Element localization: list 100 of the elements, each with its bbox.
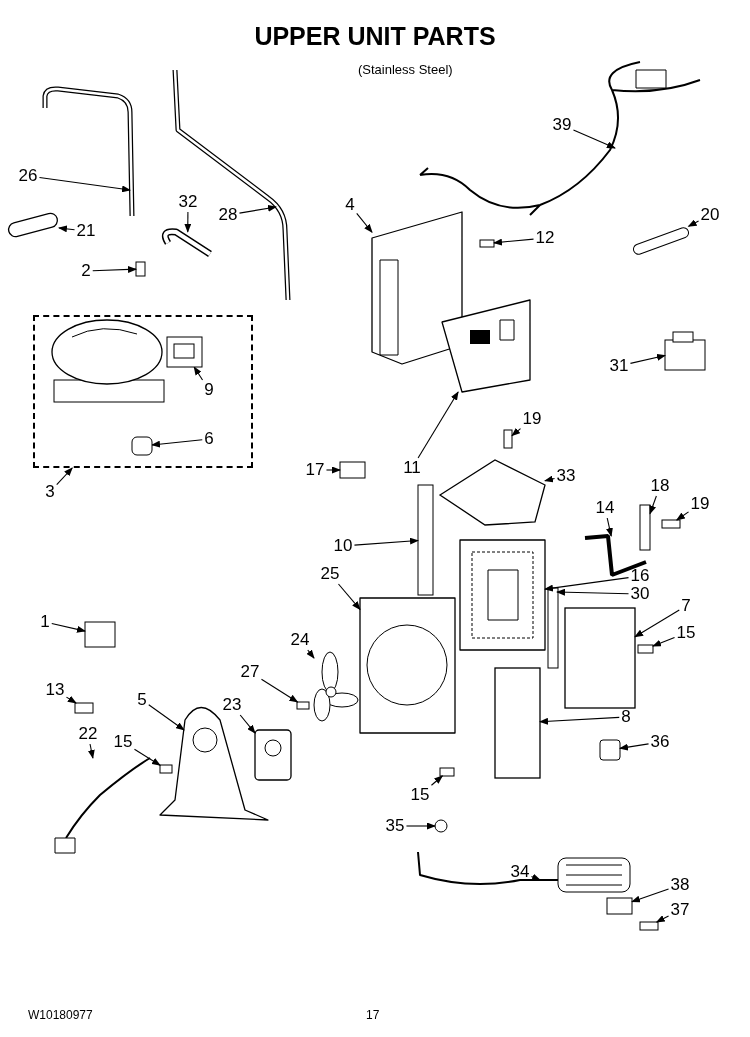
callout-number: 1 bbox=[40, 613, 50, 631]
screw-drawing bbox=[479, 239, 495, 248]
leader-line bbox=[530, 873, 541, 881]
leader-line bbox=[687, 219, 700, 227]
callout-number: 25 bbox=[320, 565, 340, 583]
leader-line bbox=[56, 467, 73, 486]
leader-line bbox=[405, 822, 436, 830]
valve-drawing bbox=[135, 261, 146, 277]
leader-line bbox=[556, 588, 630, 596]
callout-number: 8 bbox=[621, 708, 631, 726]
callout-number: 7 bbox=[681, 597, 691, 615]
leader-line bbox=[652, 637, 676, 647]
callout-number: 32 bbox=[178, 193, 198, 211]
leader-line bbox=[430, 775, 444, 786]
leader-line bbox=[337, 583, 361, 611]
connector-drawing bbox=[339, 461, 366, 479]
grommet-drawing bbox=[434, 819, 448, 833]
callout-number: 38 bbox=[670, 876, 690, 894]
leader-line bbox=[65, 695, 77, 704]
screw-drawing bbox=[159, 764, 173, 774]
power-cord-drawing bbox=[54, 757, 151, 854]
bracket-drawing bbox=[494, 667, 541, 779]
leader-line bbox=[572, 129, 616, 149]
callout-number: 5 bbox=[137, 691, 147, 709]
strip-drawing bbox=[547, 587, 559, 669]
leader-line bbox=[193, 366, 204, 381]
title: UPPER UNIT PARTS bbox=[253, 22, 497, 51]
leader-line bbox=[148, 704, 185, 731]
callout-number: 30 bbox=[630, 585, 650, 603]
screw-drawing bbox=[661, 519, 681, 529]
leader-line bbox=[649, 495, 657, 515]
control-module-drawing bbox=[664, 331, 706, 371]
callout-number: 15 bbox=[676, 624, 696, 642]
document-number: W10180977 bbox=[28, 1008, 93, 1022]
panel-drawing bbox=[564, 607, 636, 709]
leader-line bbox=[676, 511, 690, 521]
tubing-drawing bbox=[42, 86, 135, 217]
bracket-drawing bbox=[639, 504, 651, 551]
hose-drawing bbox=[162, 228, 212, 257]
callout-number: 21 bbox=[76, 222, 96, 240]
leader-line bbox=[417, 391, 459, 459]
grommet-drawing bbox=[599, 739, 621, 761]
circuit-board-drawing bbox=[441, 299, 531, 393]
cover-drawing bbox=[438, 459, 546, 526]
clip-drawing bbox=[74, 702, 94, 714]
relay-drawing bbox=[84, 621, 116, 648]
leader-line bbox=[306, 649, 315, 659]
fan-motor-drawing bbox=[254, 729, 292, 781]
dashed-group-outline bbox=[33, 315, 253, 468]
leader-line bbox=[51, 623, 86, 633]
leader-line bbox=[260, 678, 299, 703]
fan-shroud-drawing bbox=[359, 597, 456, 734]
callout-number: 23 bbox=[222, 696, 242, 714]
callout-number: 28 bbox=[218, 206, 238, 224]
callout-number: 15 bbox=[410, 786, 430, 804]
subtitle: (Stainless Steel) bbox=[358, 62, 453, 77]
leader-line bbox=[57, 225, 76, 233]
callout-number: 16 bbox=[630, 567, 650, 585]
screw-drawing bbox=[639, 921, 659, 931]
callout-number: 19 bbox=[522, 410, 542, 428]
callout-number: 26 bbox=[18, 167, 38, 185]
leader-line bbox=[511, 427, 522, 437]
leader-line bbox=[151, 439, 203, 448]
callout-number: 20 bbox=[700, 206, 720, 224]
callout-number: 11 bbox=[403, 459, 421, 477]
callout-number: 24 bbox=[290, 631, 310, 649]
wire-harness-drawing bbox=[419, 61, 701, 216]
leader-line bbox=[655, 915, 670, 923]
callout-number: 19 bbox=[690, 495, 710, 513]
callout-number: 34 bbox=[510, 863, 530, 881]
callout-number: 36 bbox=[650, 733, 670, 751]
leader-line bbox=[238, 204, 277, 214]
callout-number: 9 bbox=[204, 381, 214, 399]
callout-number: 3 bbox=[45, 483, 55, 501]
leader-line bbox=[133, 748, 161, 766]
callout-number: 39 bbox=[552, 116, 572, 134]
leader-line bbox=[38, 177, 131, 193]
callout-number: 31 bbox=[609, 357, 629, 375]
callout-number: 14 bbox=[595, 499, 615, 517]
leader-line bbox=[239, 714, 256, 734]
callout-number: 18 bbox=[650, 477, 670, 495]
leader-line bbox=[629, 353, 666, 364]
relay-drawing bbox=[166, 336, 203, 368]
page-number: 17 bbox=[366, 1008, 380, 1022]
bracket-drawing bbox=[417, 484, 434, 596]
leader-line bbox=[87, 743, 95, 759]
callout-number: 10 bbox=[333, 537, 353, 555]
callout-number: 35 bbox=[385, 817, 405, 835]
callout-number: 17 bbox=[305, 461, 325, 479]
leader-line bbox=[544, 577, 630, 592]
leader-line bbox=[493, 238, 535, 246]
screw-drawing bbox=[296, 701, 310, 710]
leader-line bbox=[634, 609, 680, 638]
callout-number: 15 bbox=[113, 733, 133, 751]
callout-number: 4 bbox=[345, 196, 355, 214]
leader-line bbox=[539, 716, 620, 725]
mounting-bracket-drawing bbox=[371, 211, 463, 365]
callout-number: 27 bbox=[240, 663, 260, 681]
callout-number: 6 bbox=[204, 430, 214, 448]
screw-drawing bbox=[503, 429, 513, 449]
